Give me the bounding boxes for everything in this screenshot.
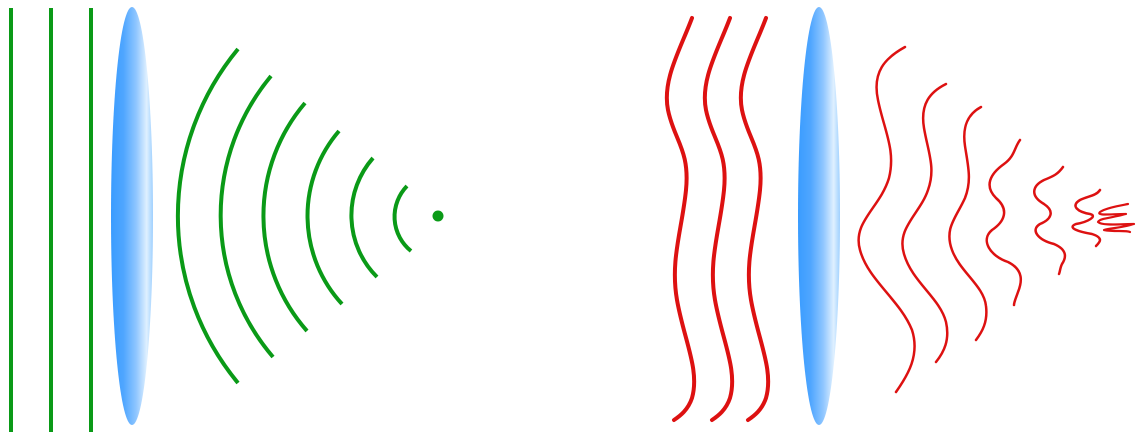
converging-wavefront-4 [308,131,342,304]
aberrated-wavefront-1 [859,47,915,392]
converging-wavefront-1 [178,49,238,383]
aberrated-focal-smear [1098,204,1134,232]
aberrated-wavefront-4 [987,140,1021,305]
ideal-focusing-panel [11,7,444,432]
distorted-wavefront-2 [705,18,732,420]
aberrated-wavefront-6 [1073,190,1100,246]
converging-wavefront-5 [351,158,377,277]
lens-left [111,7,153,425]
aberrated-wavefront-2 [902,84,947,362]
aberrated-wavefront-5 [1034,167,1065,274]
distorted-wavefront-1 [667,18,694,420]
focal-point [433,211,444,222]
distorted-wavefront-3 [741,18,768,420]
aberrated-focusing-panel [667,7,1134,425]
converging-wavefront-3 [263,103,307,331]
aberrated-wavefront-3 [949,107,986,340]
converging-wavefront-6 [395,186,411,251]
lens-right [798,7,840,425]
